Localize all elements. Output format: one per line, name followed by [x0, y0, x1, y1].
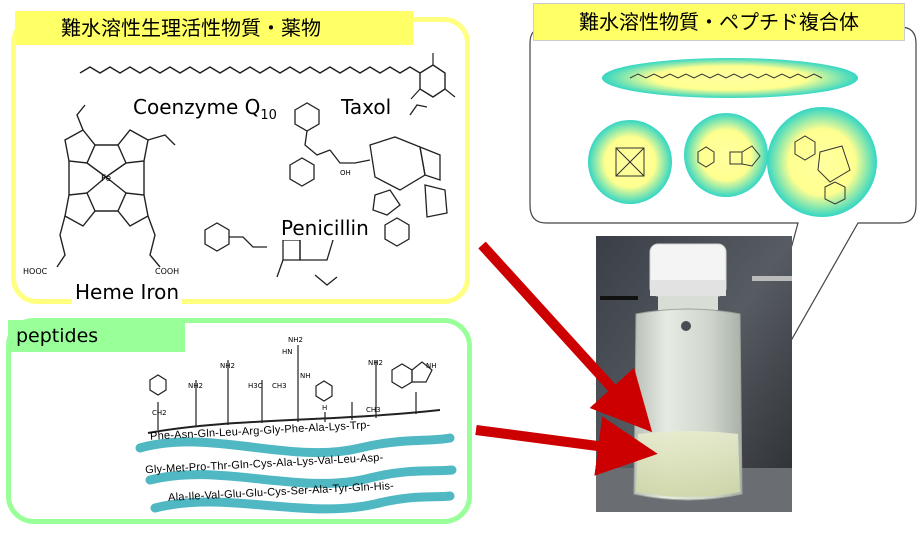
arg-nh-label: NH — [300, 372, 311, 380]
complex-spheres — [588, 58, 877, 217]
taxol-label: Taxol — [338, 95, 395, 119]
phe-ch2-label: CH2 — [152, 409, 167, 417]
peptide-panel — [6, 318, 472, 524]
arg-hn-label: HN — [282, 348, 293, 356]
trp-nh-label: NH — [426, 362, 437, 370]
heme-cooh-label: COOH — [155, 267, 179, 276]
leu-ch3-label: CH3 — [272, 382, 287, 390]
peptide-backbone — [147, 409, 441, 434]
penicillin-label: Penicillin — [278, 216, 372, 240]
vial-liquid — [636, 431, 740, 497]
taxol-structure — [289, 102, 448, 247]
penicillin-complex — [684, 113, 768, 197]
peptide-ribbon-1 — [135, 433, 455, 458]
lys-nh2-label: NH2 — [368, 359, 383, 367]
heme-hooc-label: HOOC — [23, 267, 48, 276]
peptide-ribbon-3 — [150, 491, 455, 514]
taxol-oh-label: OH — [340, 169, 351, 177]
ala-ch3-label: CH3 — [366, 406, 381, 414]
arrow-peptides-to-vial — [475, 416, 658, 476]
peptide-panel-title: peptides — [8, 320, 185, 352]
asn-nh2-label: NH2 — [188, 382, 203, 390]
peptide-structure: CH2 NH2 NH2 H3C CH3 NH2 HN NH H CH3 NH2 … — [135, 336, 457, 514]
drug-structures: Fe HOOC COOH OH S — [23, 53, 456, 286]
heme-fe-label: Fe — [101, 174, 112, 184]
complex-title: 難水溶性物質・ペプチド複合体 — [533, 3, 905, 41]
gln-nh2-label: NH2 — [220, 362, 235, 370]
taxol-complex — [767, 107, 877, 217]
arg-nh2-label: NH2 — [288, 336, 303, 344]
peptide-ribbon-2 — [145, 465, 457, 488]
leu-h3c-label: H3C — [248, 382, 263, 390]
coq10-chain — [79, 66, 421, 74]
heme-structure — [56, 104, 176, 268]
heme-label: Heme Iron — [72, 280, 183, 304]
coq10-complex — [602, 58, 858, 98]
gly-h-label: H — [322, 404, 327, 412]
arrow-drugs-to-vial — [478, 241, 653, 433]
coq10-label: Coenzyme Q10 — [130, 95, 280, 123]
drug-panel-title: 難水溶性生理活性物質・薬物 — [15, 11, 413, 45]
